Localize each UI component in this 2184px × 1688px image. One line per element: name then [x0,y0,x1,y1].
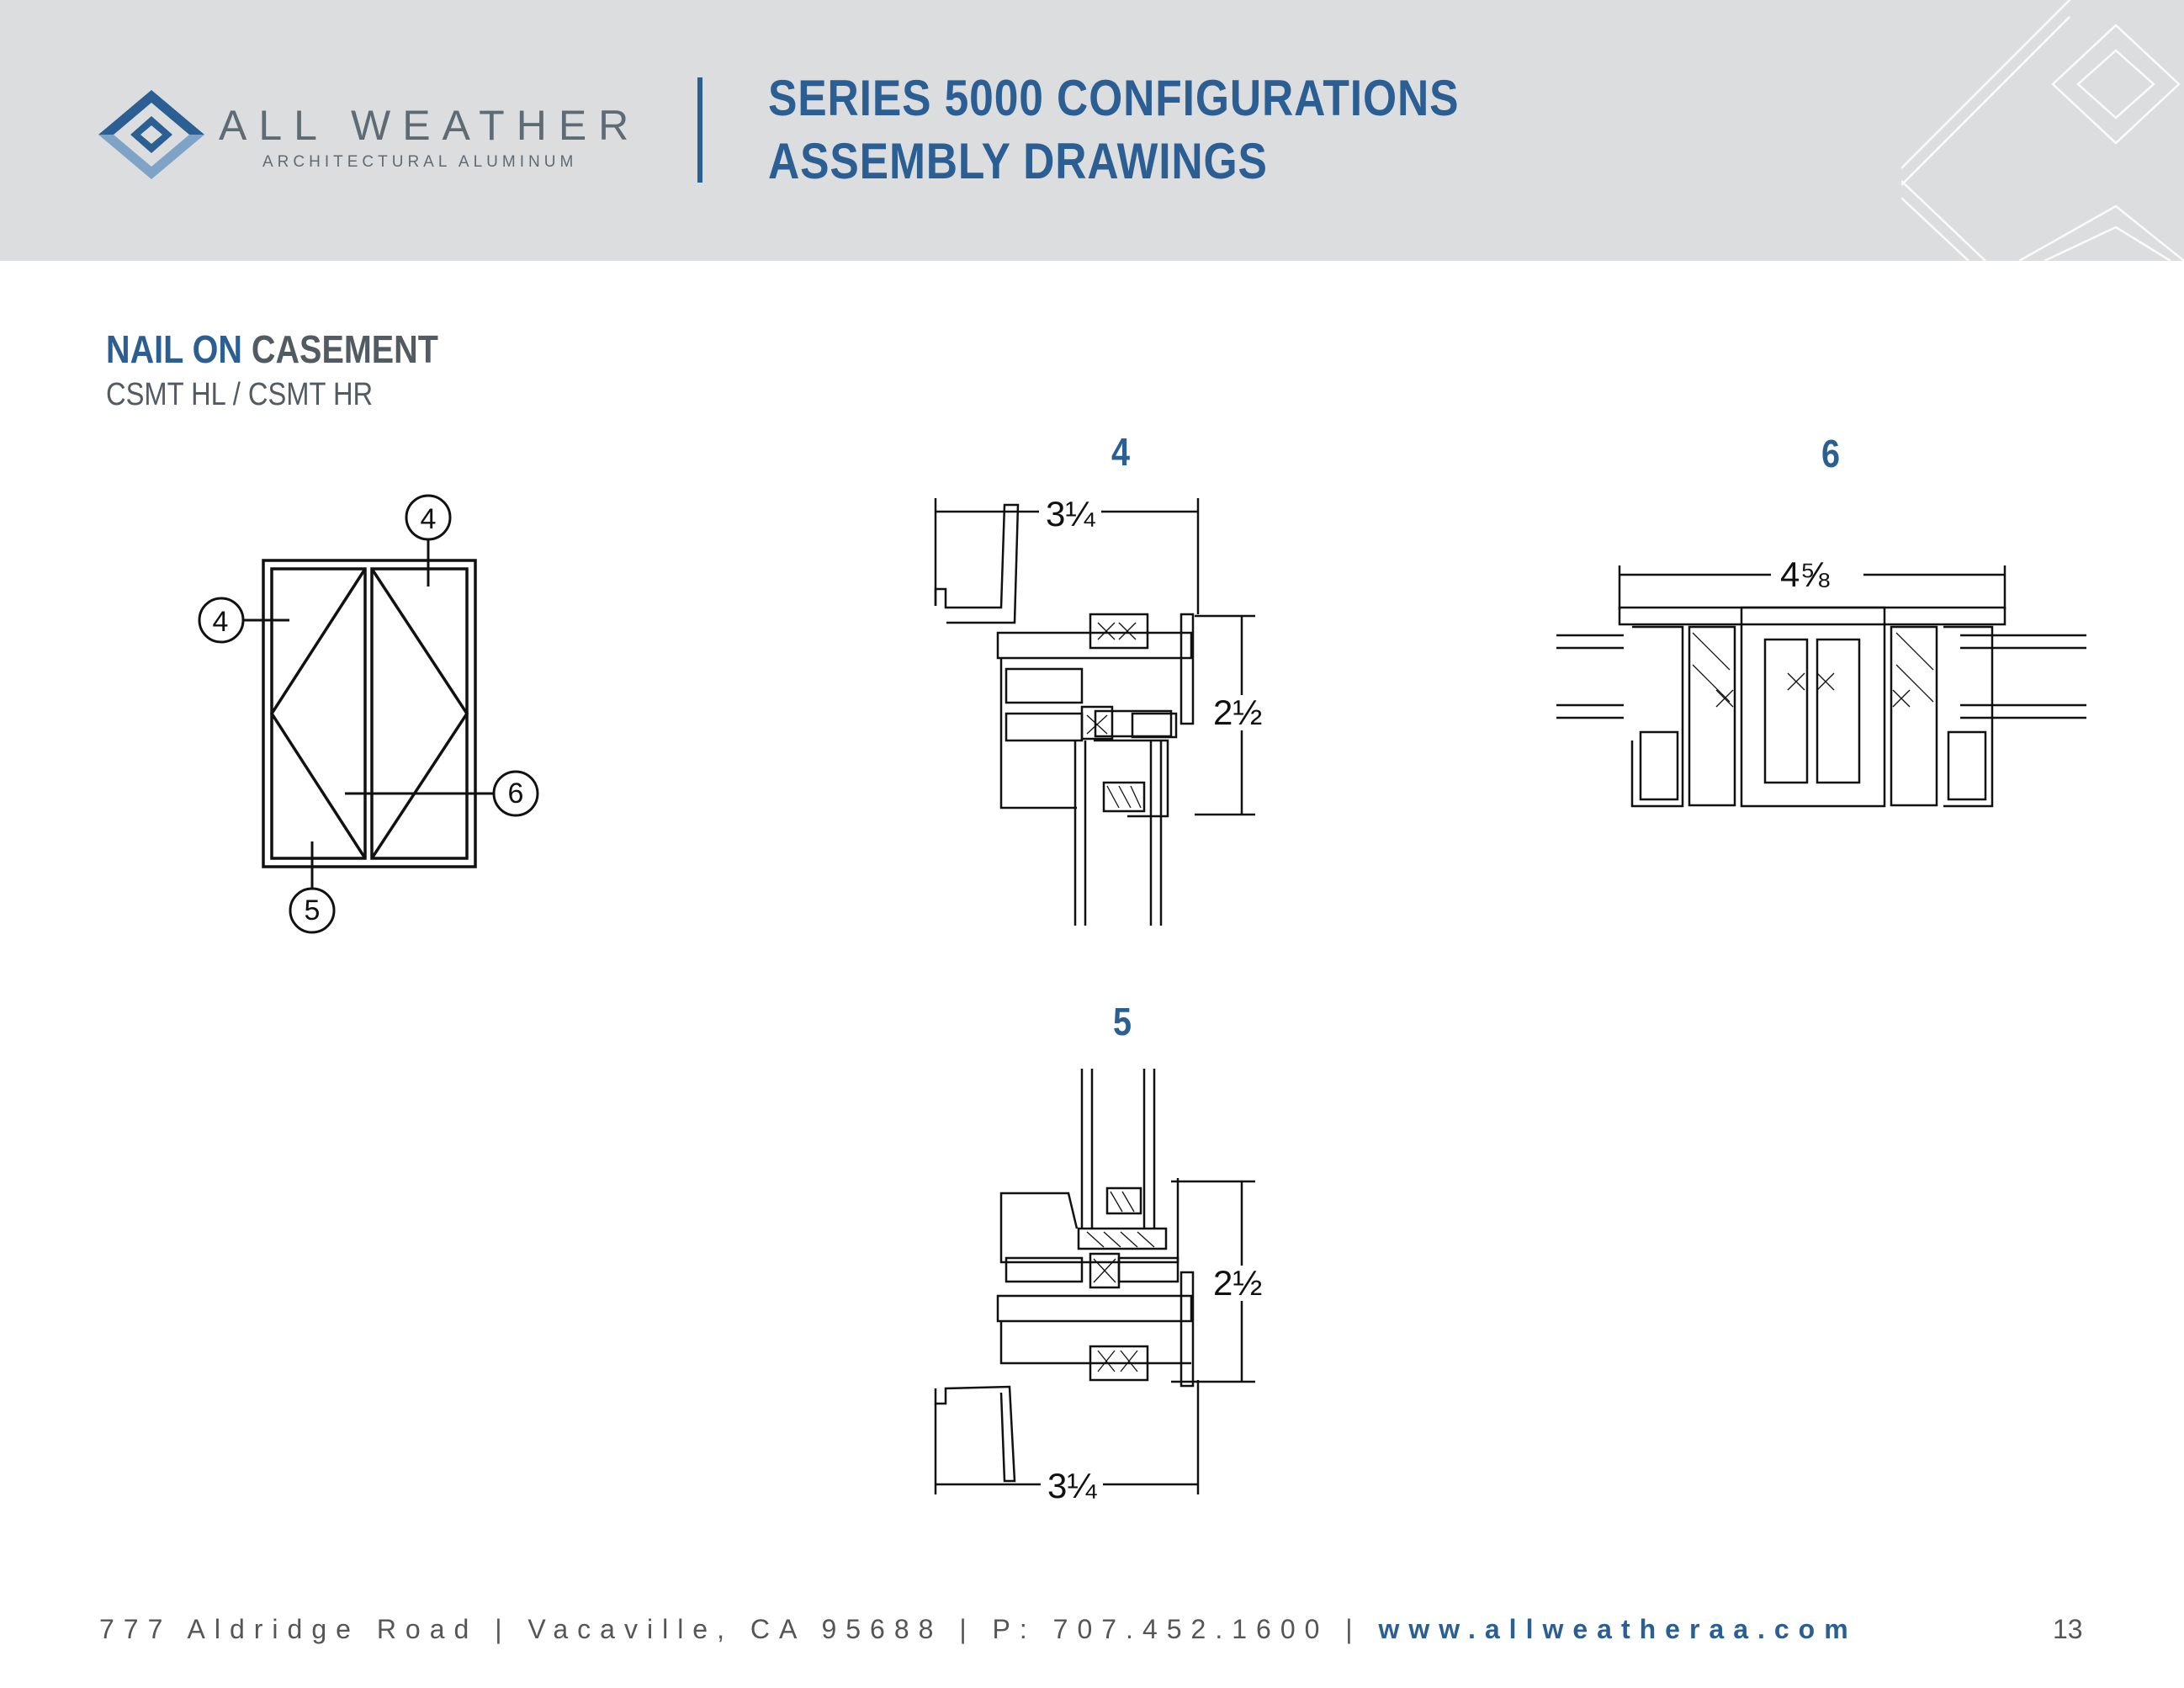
section-title-part2: CASEMENT [251,327,438,371]
document-title: SERIES 5000 CONFIGURATIONS [768,70,1460,126]
company-logo: ALL WEATHER ARCHITECTURAL ALUMINUM [97,84,635,185]
footer-website-link[interactable]: www.allweatheraa.com [1378,1614,1858,1644]
detail-4-label: 4 [1111,430,1131,474]
section-title: NAIL ON CASEMENT [106,326,438,372]
detail-4-height-dimension: 2½ [1206,695,1270,730]
callout-6: 6 [507,778,524,809]
detail-6-label: 6 [1821,432,1841,475]
footer-address-text: 777 Aldridge Road | Vacaville, CA 95688 … [99,1614,1362,1644]
brand-name: ALL WEATHER [219,102,641,149]
brand-tagline: ARCHITECTURAL ALUMINUM [262,153,578,171]
page-header: ALL WEATHER ARCHITECTURAL ALUMINUM SERIE… [0,0,2184,261]
callout-4-top: 4 [420,503,437,535]
logo-mark-icon [98,90,204,179]
detail-5-width-dimension: 3¼ [1041,1468,1104,1504]
detail-4-width-dimension: 3¼ [1039,496,1102,532]
footer-address: 777 Aldridge Road | Vacaville, CA 95688 … [99,1614,1858,1645]
callout-4-left: 4 [212,606,229,638]
page-number: 13 [2053,1614,2083,1644]
decorative-pattern-icon [1901,0,2184,261]
section-subtitle: CSMT HL / CSMT HR [106,377,374,412]
detail-6-width-dimension: 4⅝ [1773,557,1837,592]
detail-5-height-dimension: 2½ [1206,1266,1270,1301]
detail-5-label: 5 [1112,1000,1132,1043]
section-title-part1: NAIL ON [106,327,242,371]
document-subtitle: ASSEMBLY DRAWINGS [768,133,1268,189]
header-divider [697,77,702,183]
callout-5: 5 [304,894,321,926]
